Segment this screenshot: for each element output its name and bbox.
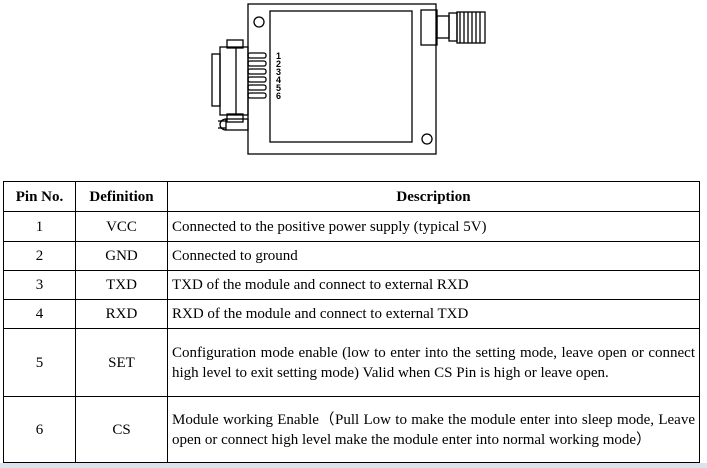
description-cell: Connected to the positive power supply (… [167,211,700,242]
description-cell: RXD of the module and connect to externa… [167,299,700,329]
definition-cell: TXD [75,270,168,300]
mounting-hole-bottom-right [421,133,433,145]
table-header-row: Pin No. Definition Description [3,181,700,212]
description-cell: Connected to ground [167,241,700,271]
mounting-hole-top-left [253,16,265,28]
header-pin-no: Pin No. [3,181,76,212]
pins [247,52,267,99]
definition-cell: RXD [75,299,168,329]
module-diagram: 1 2 3 4 5 6 [211,3,486,155]
pin-definition-table: Pin No. Definition Description 1 VCC Con… [3,181,700,463]
description-cell: TXD of the module and connect to externa… [167,270,700,300]
definition-cell: VCC [75,211,168,242]
pin-label-4: 4 [276,75,281,85]
pin-number-cell: 5 [3,328,76,397]
definition-cell: GND [75,241,168,271]
definition-cell: SET [75,328,168,397]
definition-cell: CS [75,396,168,463]
header-definition: Definition [75,181,168,212]
table-row: 3 TXD TXD of the module and connect to e… [3,270,700,300]
table-row: 1 VCC Connected to the positive power su… [3,211,700,242]
description-cell: Module working Enable（Pull Low to make t… [167,396,700,463]
pin-number-cell: 4 [3,299,76,329]
pin-label-1: 1 [276,51,281,61]
led [218,118,249,131]
pin-label-5: 5 [276,83,281,93]
pin-number-cell: 6 [3,396,76,463]
bottom-edge [0,463,707,468]
pin-number-cell: 2 [3,241,76,271]
pin-header-connector [211,39,249,123]
module-pcb [269,10,413,143]
pin-number-cell: 1 [3,211,76,242]
antenna-connector [420,9,486,46]
table-row: 6 CS Module working Enable（Pull Low to m… [3,396,700,463]
pin-label-3: 3 [276,67,281,77]
header-description: Description [167,181,700,212]
table-row: 4 RXD RXD of the module and connect to e… [3,299,700,329]
table-row: 5 SET Configuration mode enable (low to … [3,328,700,397]
pin-label-2: 2 [276,59,281,69]
table-row: 2 GND Connected to ground [3,241,700,271]
pin-number-cell: 3 [3,270,76,300]
pin-label-6: 6 [276,91,281,101]
description-cell: Configuration mode enable (low to enter … [167,328,700,397]
pin-number-labels: 1 2 3 4 5 6 [276,51,281,101]
